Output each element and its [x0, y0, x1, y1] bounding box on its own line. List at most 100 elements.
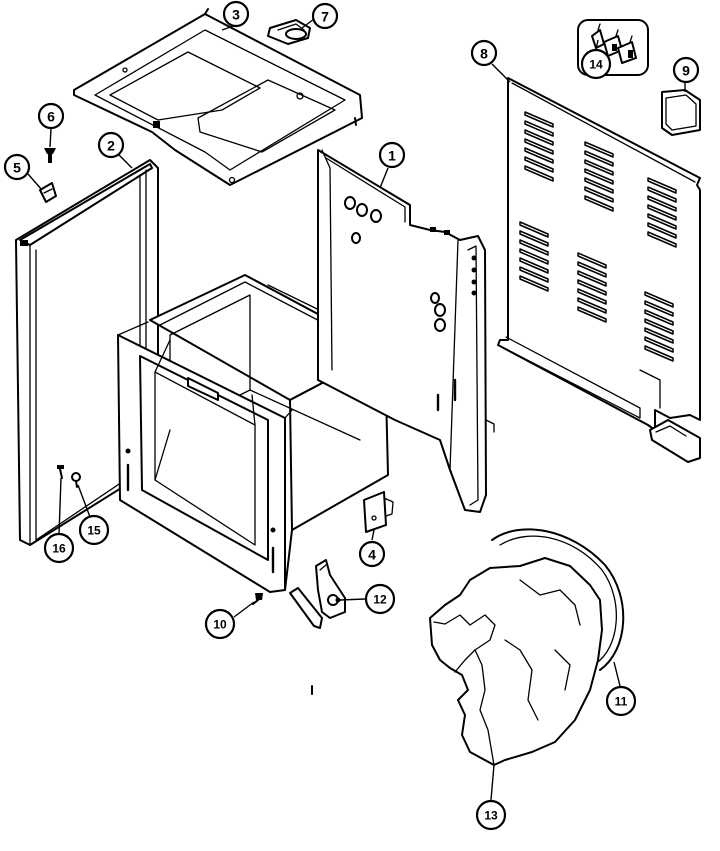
callout-circle	[37, 102, 65, 130]
louver-slot	[647, 177, 677, 194]
callout-1: 1	[378, 141, 406, 169]
callout-label: 8	[480, 46, 488, 62]
louver-slot	[519, 266, 549, 283]
callout-circle	[364, 583, 396, 615]
callout-circle	[605, 685, 637, 717]
callout-label: 13	[484, 809, 498, 823]
part-16-screw	[57, 465, 64, 479]
part-1-side-panel	[317, 149, 495, 513]
callout-label: 4	[368, 547, 376, 563]
louver-slot	[644, 318, 674, 335]
louver-slot	[577, 270, 607, 287]
louver-slot	[647, 195, 677, 212]
louver-slot	[524, 147, 554, 164]
callout-9: 9	[672, 56, 700, 84]
callout-label: 2	[107, 138, 115, 154]
part-6-screw	[44, 148, 56, 163]
callout-label: 5	[13, 160, 21, 176]
callout-12: 12	[364, 583, 396, 615]
leader-lines	[27, 18, 686, 801]
callout-circle	[43, 532, 75, 564]
callout-circle	[78, 514, 110, 546]
louver-slot	[577, 288, 607, 305]
louver-slot	[647, 204, 677, 221]
callout-14: 14	[580, 48, 612, 80]
back-panel-louvers	[519, 111, 677, 362]
callout-circle	[97, 131, 125, 159]
louver-slot	[577, 297, 607, 314]
callout-label: 1	[388, 148, 396, 164]
louver-slot	[524, 156, 554, 173]
louver-slot	[584, 177, 614, 194]
callout-circle	[358, 540, 386, 568]
louver-slot	[584, 195, 614, 212]
louver-slot	[647, 186, 677, 203]
louver-slot	[519, 248, 549, 265]
callout-2: 2	[97, 131, 125, 159]
callout-label: 11	[615, 695, 628, 709]
callout-circle	[475, 799, 507, 831]
callout-5: 5	[3, 153, 31, 181]
part-7-bracket	[267, 19, 311, 45]
part-13-insulation	[429, 557, 603, 766]
louver-slot	[524, 120, 554, 137]
callout-16: 16	[43, 532, 75, 564]
louver-slot	[584, 186, 614, 203]
louver-slot	[644, 345, 674, 362]
callout-label: 9	[682, 63, 690, 79]
louver-slot	[519, 257, 549, 274]
louver-slot	[644, 300, 674, 317]
callout-label: 16	[52, 542, 66, 556]
callout-15: 15	[78, 514, 110, 546]
callout-8: 8	[470, 39, 498, 67]
louver-slot	[524, 111, 554, 128]
callout-circle	[672, 56, 700, 84]
louver-slot	[519, 221, 549, 238]
callout-11: 11	[605, 685, 637, 717]
part-15-screw	[71, 472, 81, 488]
callout-circle	[3, 153, 31, 181]
callout-circle	[311, 2, 339, 30]
louver-slot	[577, 252, 607, 269]
louver-slot	[584, 150, 614, 167]
louver-slot	[519, 230, 549, 247]
part-3-top-plate	[73, 8, 363, 186]
part-4-bracket	[363, 491, 394, 533]
callout-10: 10	[204, 608, 236, 640]
louver-slot	[644, 327, 674, 344]
part-9-cover	[661, 89, 701, 136]
callout-label: 3	[232, 7, 240, 23]
callout-label: 12	[373, 593, 387, 607]
louver-slot	[519, 239, 549, 256]
louver-slot	[524, 129, 554, 146]
part-10-screw	[252, 593, 263, 605]
louver-slot	[647, 222, 677, 239]
louver-slot	[644, 291, 674, 308]
callout-label: 14	[589, 58, 603, 72]
callout-7: 7	[311, 2, 339, 30]
louver-slot	[644, 336, 674, 353]
callout-label: 6	[47, 109, 55, 125]
louver-slot	[524, 138, 554, 155]
louver-slot	[647, 213, 677, 230]
louver-slot	[584, 159, 614, 176]
louver-slot	[584, 168, 614, 185]
part-11-gasket	[491, 528, 625, 671]
callout-6: 6	[37, 102, 65, 130]
part-8-back-panel	[497, 77, 701, 463]
louver-slot	[577, 261, 607, 278]
part-5-clip	[39, 182, 57, 203]
louver-slot	[584, 141, 614, 158]
callout-3: 3	[222, 0, 250, 28]
callout-label: 7	[321, 9, 329, 25]
louver-slot	[524, 165, 554, 182]
callout-label: 10	[213, 618, 227, 632]
callout-circle	[204, 608, 236, 640]
louver-slot	[577, 306, 607, 323]
callout-label: 15	[87, 524, 101, 538]
louver-slot	[577, 279, 607, 296]
callout-circle	[580, 48, 612, 80]
louver-slot	[519, 275, 549, 292]
